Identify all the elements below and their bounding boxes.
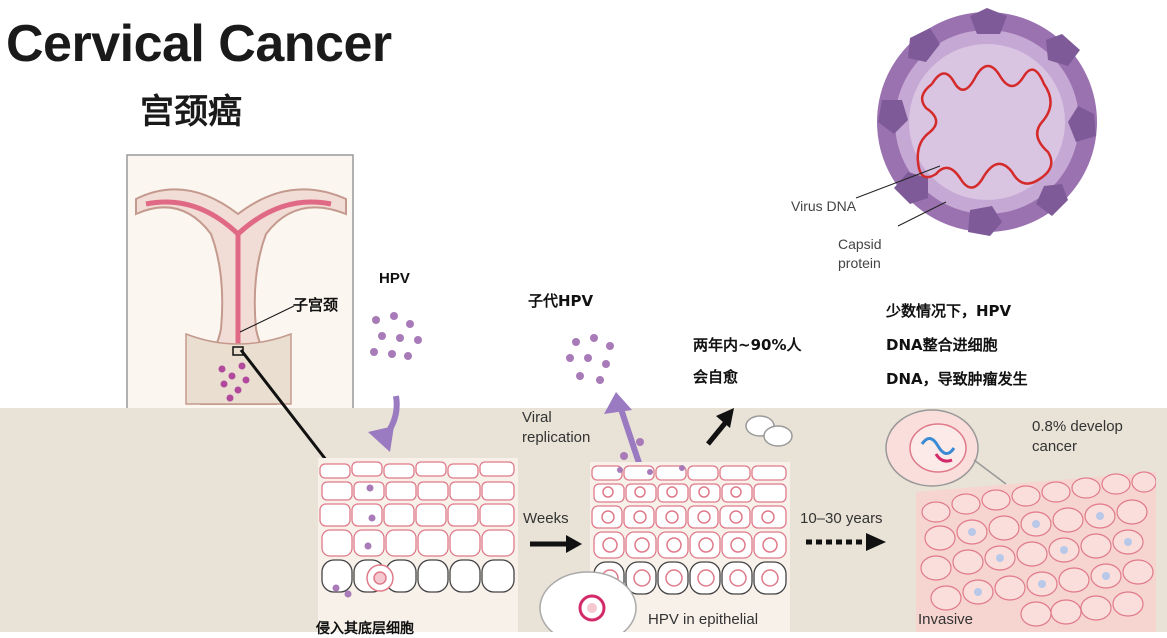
integration-label-1: 少数情况下，HPV [886, 302, 1012, 320]
invasive-label: Invasive [918, 611, 974, 628]
infected-cell-callout [539, 571, 637, 632]
viral-replication-label-2: replication [522, 429, 591, 446]
self-heal-label-1: 两年内~90%人 [693, 336, 802, 354]
clearance-arrow [706, 408, 793, 447]
weeks-label: Weeks [523, 510, 569, 527]
uterus-illustration [126, 154, 354, 412]
page-subtitle: 宫颈癌 [140, 92, 242, 132]
integration-label-2: DNA整合进细胞 [886, 336, 998, 354]
hpv-virus-cloud [368, 312, 422, 452]
cancer-tissue [916, 471, 1156, 632]
viral-replication-label-1: Viral [522, 409, 552, 426]
capsid-label-2: protein [838, 255, 881, 271]
self-heal-label-2: 会自愈 [693, 368, 739, 386]
develop-cancer-label-1: 0.8% develop [1032, 418, 1123, 435]
develop-cancer-label-2: cancer [1032, 438, 1078, 455]
epithelium-healthy [318, 458, 518, 632]
progeny-hpv-label: 子代HPV [528, 292, 594, 310]
progeny-virus-cloud [566, 334, 645, 473]
hpv-epithelial-label: HPV in epithelial [648, 611, 759, 628]
virus-pointers [855, 165, 947, 227]
virus-dna-label: Virus DNA [791, 198, 857, 214]
integration-label-3: DNA，导致肿瘤发生 [886, 370, 1028, 388]
capsid-label-1: Capsid [838, 236, 882, 252]
page-title: Cervical Cancer [6, 15, 392, 73]
inset-pointer-line [239, 349, 332, 466]
cervix-label: 子宫颈 [293, 296, 339, 314]
years-label: 10–30 years [800, 510, 883, 527]
hpv-label: HPV [379, 270, 410, 287]
basal-infection-label: 侵入其底层细胞 [316, 621, 414, 637]
years-arrow [806, 533, 886, 551]
integrated-dna-callout [885, 409, 1007, 487]
weeks-arrow [530, 535, 582, 553]
